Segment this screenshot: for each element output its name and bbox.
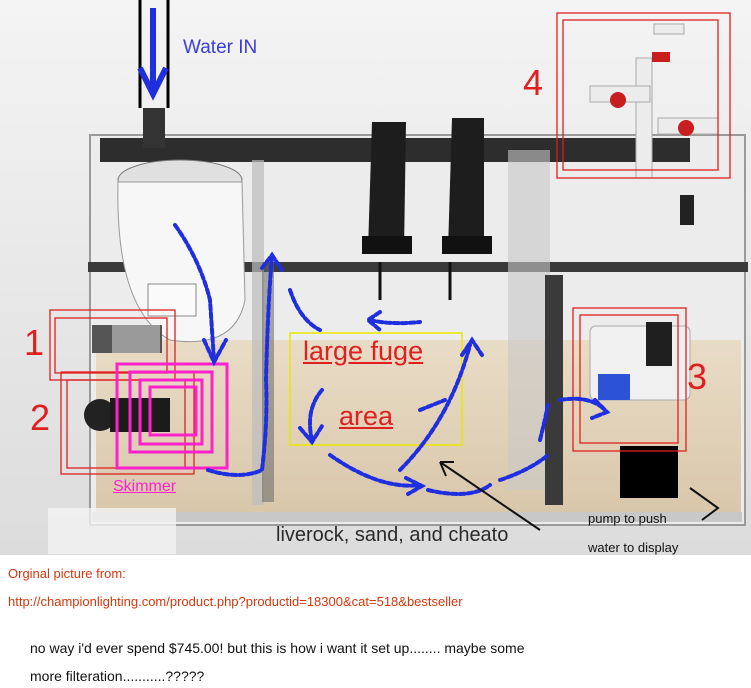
filter-sock [117, 159, 246, 343]
water-in-arrow [137, 0, 170, 108]
label-number-1: 1 [24, 322, 45, 363]
return-pump [589, 322, 691, 401]
water-in-label: Water IN [183, 37, 258, 58]
fuge-area-box [289, 332, 463, 446]
faded-patch [48, 508, 176, 554]
label-number-3: 3 [687, 356, 708, 397]
pointer-arrows [439, 461, 720, 531]
redacted-square [620, 446, 678, 498]
fuge-label-line2: area [339, 401, 394, 431]
skimmer-label: Skimmer [113, 478, 177, 495]
flow-arrows [173, 223, 611, 496]
label-number-2: 2 [30, 397, 51, 438]
sump-photo [0, 0, 751, 555]
pump-label-line1: pump to push [588, 511, 667, 526]
label-number-4: 4 [523, 62, 544, 103]
comment-line1: no way i'd ever spend $745.00! but this … [30, 640, 525, 656]
valve-manifold [589, 23, 719, 179]
source-label: Orginal picture from: [8, 566, 126, 581]
fuge-label-line1: large fuge [303, 336, 424, 366]
skimmer-outline [115, 362, 229, 470]
source-url: http://championlighting.com/product.php?… [8, 594, 463, 609]
liverock-label: liverock, sand, and cheato [276, 524, 509, 546]
light-fixtures [362, 118, 492, 300]
pump-label-line2: water to display [588, 540, 679, 555]
comment-line2: more filteration...........????? [30, 668, 205, 684]
